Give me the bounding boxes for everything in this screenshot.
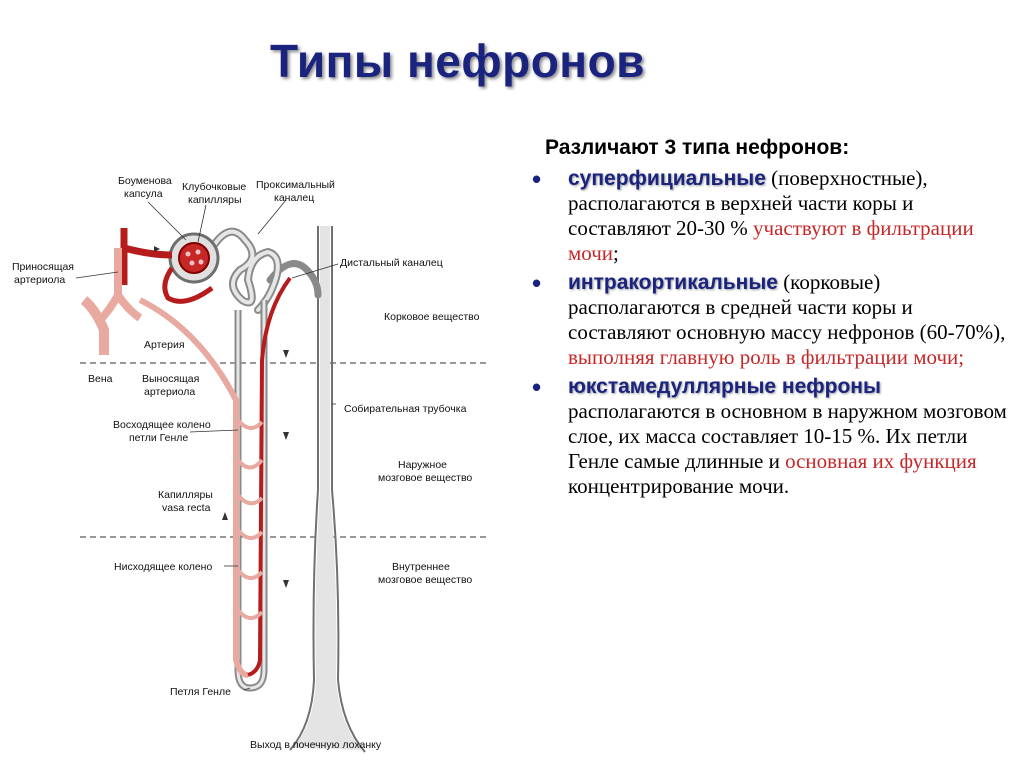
bullet-icon: • <box>532 372 542 402</box>
label-cortex: Корковое вещество <box>384 311 480 323</box>
label-prox-2: каналец <box>274 192 314 204</box>
label-loop: Петля Генле <box>170 686 231 698</box>
label-ascending-2: петли Генле <box>129 432 188 444</box>
list-item-intracortical: • интракортикальные (корковые) располага… <box>532 268 1012 370</box>
label-bowman-2: капсула <box>124 188 163 200</box>
label-efferent-1: Выносящая <box>142 373 199 385</box>
list-item-superficial: • суперфициальные (поверхностные), распо… <box>532 164 1012 266</box>
end-juxtamedullary: концентрирование мочи. <box>568 474 790 498</box>
term-superficial: суперфициальные <box>568 167 766 190</box>
bullet-icon: • <box>532 164 542 194</box>
glomerular-capillaries <box>178 242 210 274</box>
highlight-juxtamedullary: основная их функция <box>785 449 977 473</box>
slide-title: Типы нефронов <box>270 35 645 87</box>
label-outer-medulla-2: мозговое вещество <box>378 472 472 484</box>
nephron-type-list: • суперфициальные (поверхностные), распо… <box>532 164 1012 503</box>
label-glom-2: капилляры <box>188 194 242 206</box>
intro-text: Различают 3 типа нефронов: <box>545 136 850 159</box>
label-afferent-2: артериола <box>14 274 65 286</box>
label-inner-medulla-2: мозговое вещество <box>378 574 472 586</box>
label-collecting: Собирательная трубочка <box>344 403 467 415</box>
vasa-recta-venous <box>138 297 249 678</box>
vasa-recta-arterial <box>247 276 292 677</box>
artery-vessel <box>97 248 143 323</box>
label-artery: Артерия <box>144 339 185 351</box>
proximal-tubule-inner <box>210 229 280 312</box>
desc-superficial: (поверхностные), располагаются в верхней… <box>568 166 928 240</box>
afferent-arteriole <box>120 228 173 285</box>
bullet-icon: • <box>532 268 542 298</box>
label-exit: Выход в почечную лоханку <box>250 739 382 751</box>
label-vein: Вена <box>88 373 113 385</box>
label-descending: Нисходящее колено <box>114 561 212 573</box>
collecting-duct <box>289 226 366 753</box>
label-vasa-1: Капилляры <box>158 489 213 501</box>
label-bowman-1: Боуменова <box>118 175 172 187</box>
label-glom-1: Клубочковые <box>182 181 246 193</box>
label-afferent-1: Приносящая <box>12 261 74 273</box>
label-prox-1: Проксимальный <box>256 179 335 191</box>
end-superficial: ; <box>613 241 619 265</box>
label-efferent-2: артериола <box>144 386 195 398</box>
highlight-superficial: участвуют в фильтрации мочи <box>568 216 974 265</box>
highlight-intracortical: выполняя главную роль в фильтрации мочи; <box>568 345 965 369</box>
leader-lines <box>75 199 339 691</box>
flow-arrows <box>154 246 289 588</box>
vein-vessel <box>80 296 109 355</box>
label-vasa-2: vasa recta <box>162 502 211 514</box>
label-inner-medulla-1: Внутреннее <box>392 561 450 573</box>
vasa-recta-links <box>236 418 264 620</box>
desc-juxtamedullary: располагаются в основном в наружном мозг… <box>568 399 1007 473</box>
list-item-juxtamedullary: • юкстамедуллярные нефроны располагаются… <box>532 372 1012 499</box>
nephron-diagram: Боуменова капсула Клубочковые капилляры … <box>12 175 488 753</box>
collecting-duct-fill <box>293 226 362 750</box>
desc-intracortical: (корковые) располагаются в средней части… <box>568 270 1006 344</box>
glomerulus-texture <box>185 249 204 266</box>
efferent-arteriole <box>162 266 214 304</box>
label-distal: Дистальный каналец <box>340 257 443 269</box>
label-outer-medulla-1: Наружное <box>398 459 447 471</box>
term-juxtamedullary: юкстамедуллярные нефроны <box>568 375 881 398</box>
term-intracortical: интракортикальные <box>568 271 778 294</box>
label-ascending-1: Восходящее колено <box>113 419 211 431</box>
